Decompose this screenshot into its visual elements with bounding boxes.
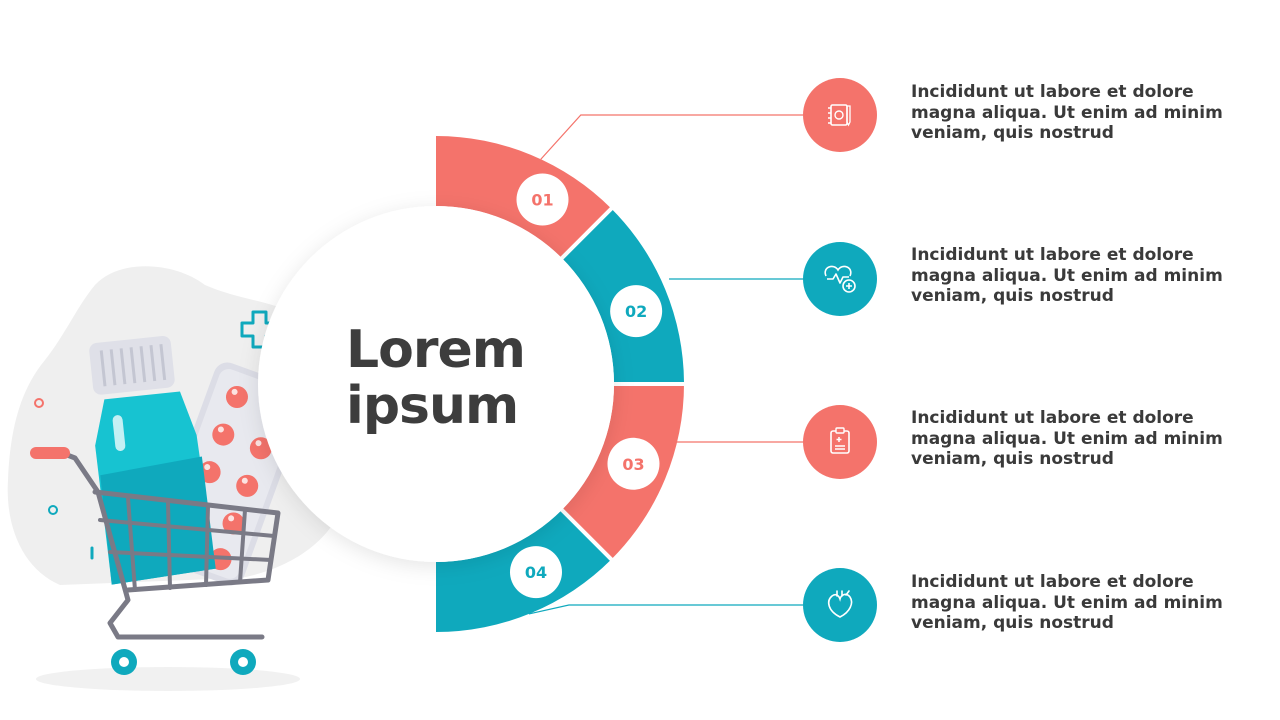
medicine-bottle-icon bbox=[89, 335, 216, 585]
icon-circle-01 bbox=[803, 78, 877, 152]
icon-circle-03 bbox=[803, 405, 877, 479]
item-description-3: Incididunt ut labore et dolore magna ali… bbox=[911, 408, 1223, 469]
heart-organ-icon bbox=[827, 590, 853, 618]
cart-handle bbox=[30, 447, 70, 459]
segment-number-01: 01 bbox=[531, 191, 553, 210]
decor-dot bbox=[48, 505, 58, 515]
segment-badge-04 bbox=[509, 546, 562, 599]
segment-number-03: 03 bbox=[622, 455, 644, 474]
center-disc bbox=[258, 206, 614, 562]
segment-separator bbox=[559, 205, 615, 261]
item-description-4: Incididunt ut labore et dolore magna ali… bbox=[911, 572, 1223, 633]
segment-number-02: 02 bbox=[625, 302, 647, 321]
center-title: Lorem ipsum bbox=[346, 322, 566, 434]
health-insurance-icon bbox=[824, 265, 856, 293]
segment-number-04: 04 bbox=[525, 563, 547, 582]
cart-shadow bbox=[36, 667, 300, 691]
item-description-1: Incididunt ut labore et dolore magna ali… bbox=[911, 82, 1223, 143]
connector-line-01 bbox=[540, 114, 804, 160]
cart-wheel bbox=[111, 649, 137, 675]
notebook-icon bbox=[828, 104, 851, 127]
shopping-cart-icon bbox=[59, 450, 281, 640]
title-line-2: ipsum bbox=[346, 376, 519, 436]
cart-wheel bbox=[230, 649, 256, 675]
icon-circle-04 bbox=[803, 568, 877, 642]
title-line-1: Lorem bbox=[346, 320, 526, 380]
decor-dot bbox=[34, 398, 44, 408]
segment-badge-03 bbox=[607, 437, 660, 490]
medical-report-icon bbox=[830, 427, 850, 454]
segment-separator bbox=[559, 507, 615, 563]
icon-circle-02 bbox=[803, 242, 877, 316]
segment-badge-02 bbox=[610, 285, 663, 338]
item-description-2: Incididunt ut labore et dolore magna ali… bbox=[911, 245, 1223, 306]
segment-badge-01 bbox=[516, 173, 569, 226]
connector-line-04 bbox=[528, 604, 804, 615]
